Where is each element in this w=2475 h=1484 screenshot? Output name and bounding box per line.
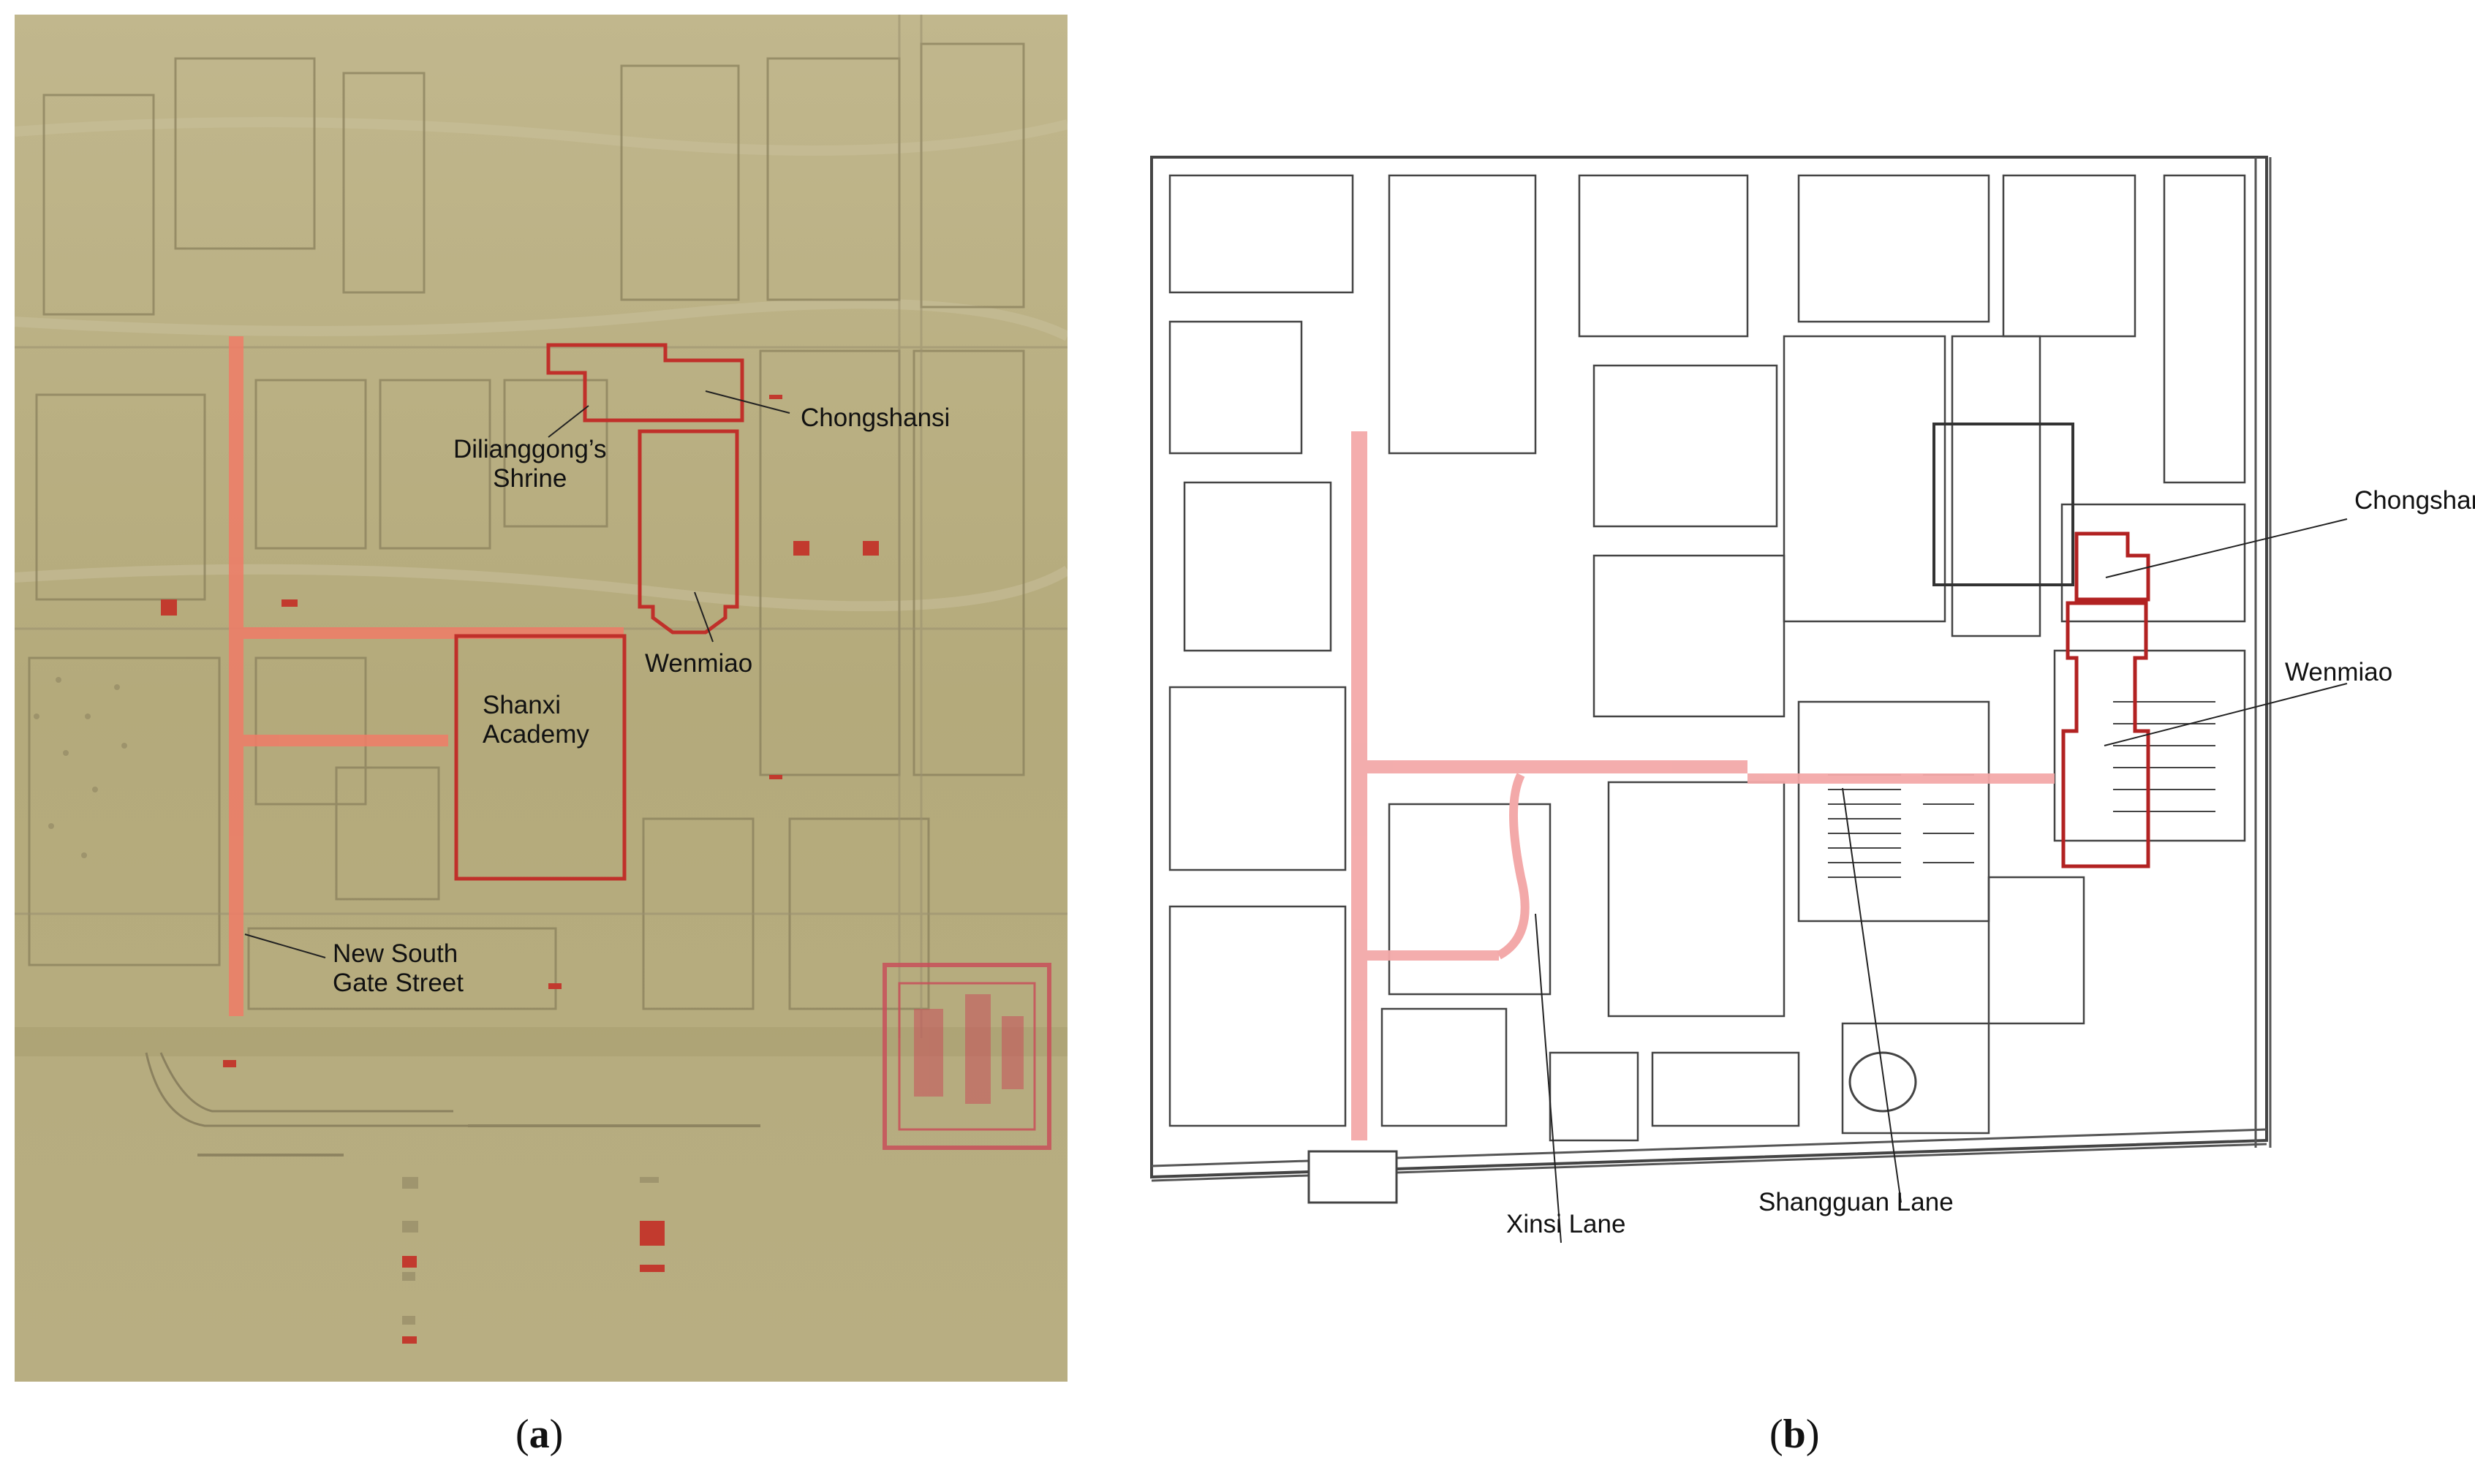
label-new-south-gate-street: New South Gate Street bbox=[333, 939, 464, 999]
panel-a-historic-map: Chongshansi Dilianggong’s Shrine Wenmiao… bbox=[15, 15, 1068, 1382]
label-wenmiao-a: Wenmiao bbox=[645, 649, 753, 678]
label-chongshansi-b: Chongshansi bbox=[2354, 486, 2475, 515]
panel-b-line-map: Chongshansi Wenmiao Xinsi Lane Shangguan… bbox=[1141, 146, 2475, 1316]
caption-b: (b) bbox=[1769, 1412, 1820, 1457]
label-dilianggong-line2: Shrine bbox=[493, 464, 567, 493]
label-shangguan-lane: Shangguan Lane bbox=[1758, 1188, 1954, 1216]
panel-a-map-drawing bbox=[15, 15, 1068, 1382]
panel-b-map-drawing bbox=[1141, 146, 2471, 1316]
caption-a-letter: a bbox=[529, 1412, 550, 1457]
label-dilianggong-shrine: Dilianggong’s Shrine bbox=[453, 435, 607, 494]
label-chongshansi-a: Chongshansi bbox=[801, 404, 951, 432]
label-shanxi-line1: Shanxi bbox=[483, 691, 562, 719]
label-newsouth-line2: Gate Street bbox=[333, 969, 464, 998]
label-newsouth-line1: New South bbox=[333, 939, 458, 968]
caption-a: (a) bbox=[515, 1412, 564, 1457]
label-xinsi-lane: Xinsi Lane bbox=[1506, 1210, 1626, 1238]
label-wenmiao-b: Wenmiao bbox=[2285, 658, 2393, 686]
caption-b-letter: b bbox=[1783, 1412, 1806, 1457]
label-dilianggong-line1: Dilianggong’s bbox=[453, 435, 607, 463]
label-shanxi-line2: Academy bbox=[483, 720, 589, 749]
label-shanxi-academy: Shanxi Academy bbox=[483, 691, 589, 750]
